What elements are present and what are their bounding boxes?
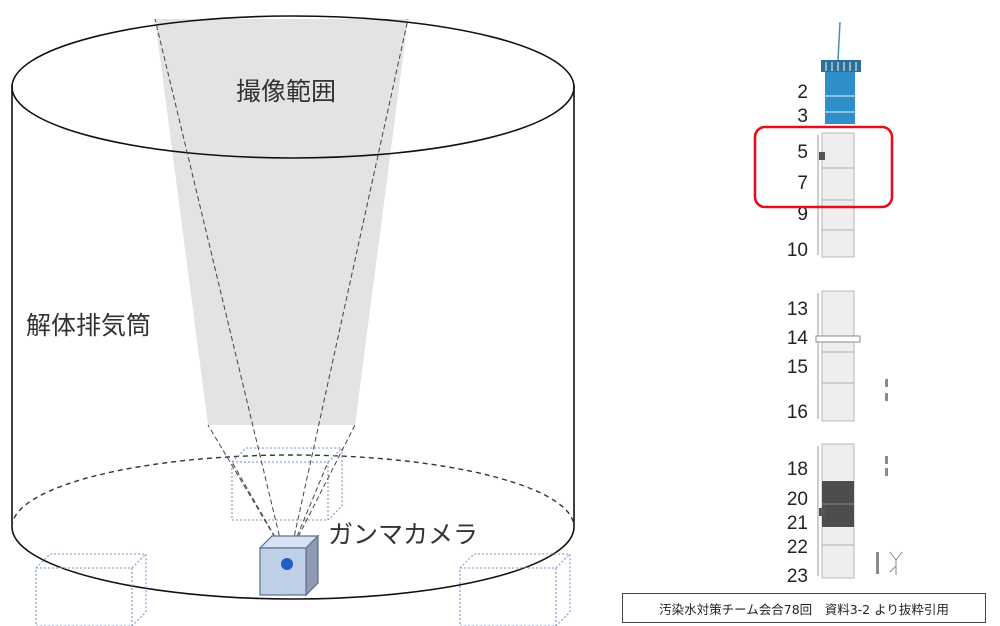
cylinder-top-ellipse	[11, 15, 575, 159]
stack-label: 解体排気筒	[26, 311, 151, 340]
tower-fitting-symbol	[889, 551, 903, 575]
section-number: 13	[787, 299, 808, 320]
section-number: 9	[797, 204, 808, 225]
section-number: 15	[787, 357, 808, 378]
section-number: 14	[787, 328, 809, 349]
highlight-box	[753, 125, 894, 209]
source-note: 汚染水対策チーム会合78回 資料3-2 より抜粋引用	[622, 593, 986, 623]
cylinder-bottom-front	[11, 526, 575, 600]
imaging-range-cone	[155, 19, 408, 425]
section-number: 18	[787, 459, 808, 480]
section-number: 7	[797, 173, 808, 194]
camera-lens	[281, 558, 293, 570]
cylinder-diagram: 撮像範囲 解体排気筒 ガンマカメラ	[11, 15, 575, 626]
section-number: 3	[797, 106, 808, 127]
tower-band-14	[815, 335, 861, 343]
section-number: 16	[787, 402, 808, 423]
imaging-range-label: 撮像範囲	[236, 77, 336, 106]
ghost-box-center	[231, 447, 343, 521]
ghost-box-left	[35, 553, 147, 626]
section-number: 20	[787, 489, 808, 510]
cylinder-bottom-back	[11, 454, 575, 528]
section-number: 23	[787, 566, 808, 587]
gamma-camera	[258, 534, 320, 597]
tower-side-fittings	[876, 379, 888, 574]
section-number: 2	[797, 82, 808, 103]
camera-label: ガンマカメラ	[328, 520, 478, 549]
section-number: 22	[787, 537, 808, 558]
section-number: 5	[797, 142, 808, 163]
tower-elevation: 2 3 5 7 9 10 13 14 15 16 18 20 21 22 23	[753, 21, 903, 587]
section-number: 21	[787, 513, 808, 534]
tower-section-numbers: 2 3 5 7 9 10 13 14 15 16 18 20 21 22 23	[787, 82, 809, 587]
tower-platform	[821, 60, 861, 72]
ghost-box-right	[459, 553, 571, 626]
tower-section-blue	[825, 72, 855, 124]
tower-mast	[837, 21, 841, 61]
section-number: 10	[787, 240, 808, 261]
source-note-text: 汚染水対策チーム会合78回 資料3-2 より抜粋引用	[659, 601, 949, 617]
